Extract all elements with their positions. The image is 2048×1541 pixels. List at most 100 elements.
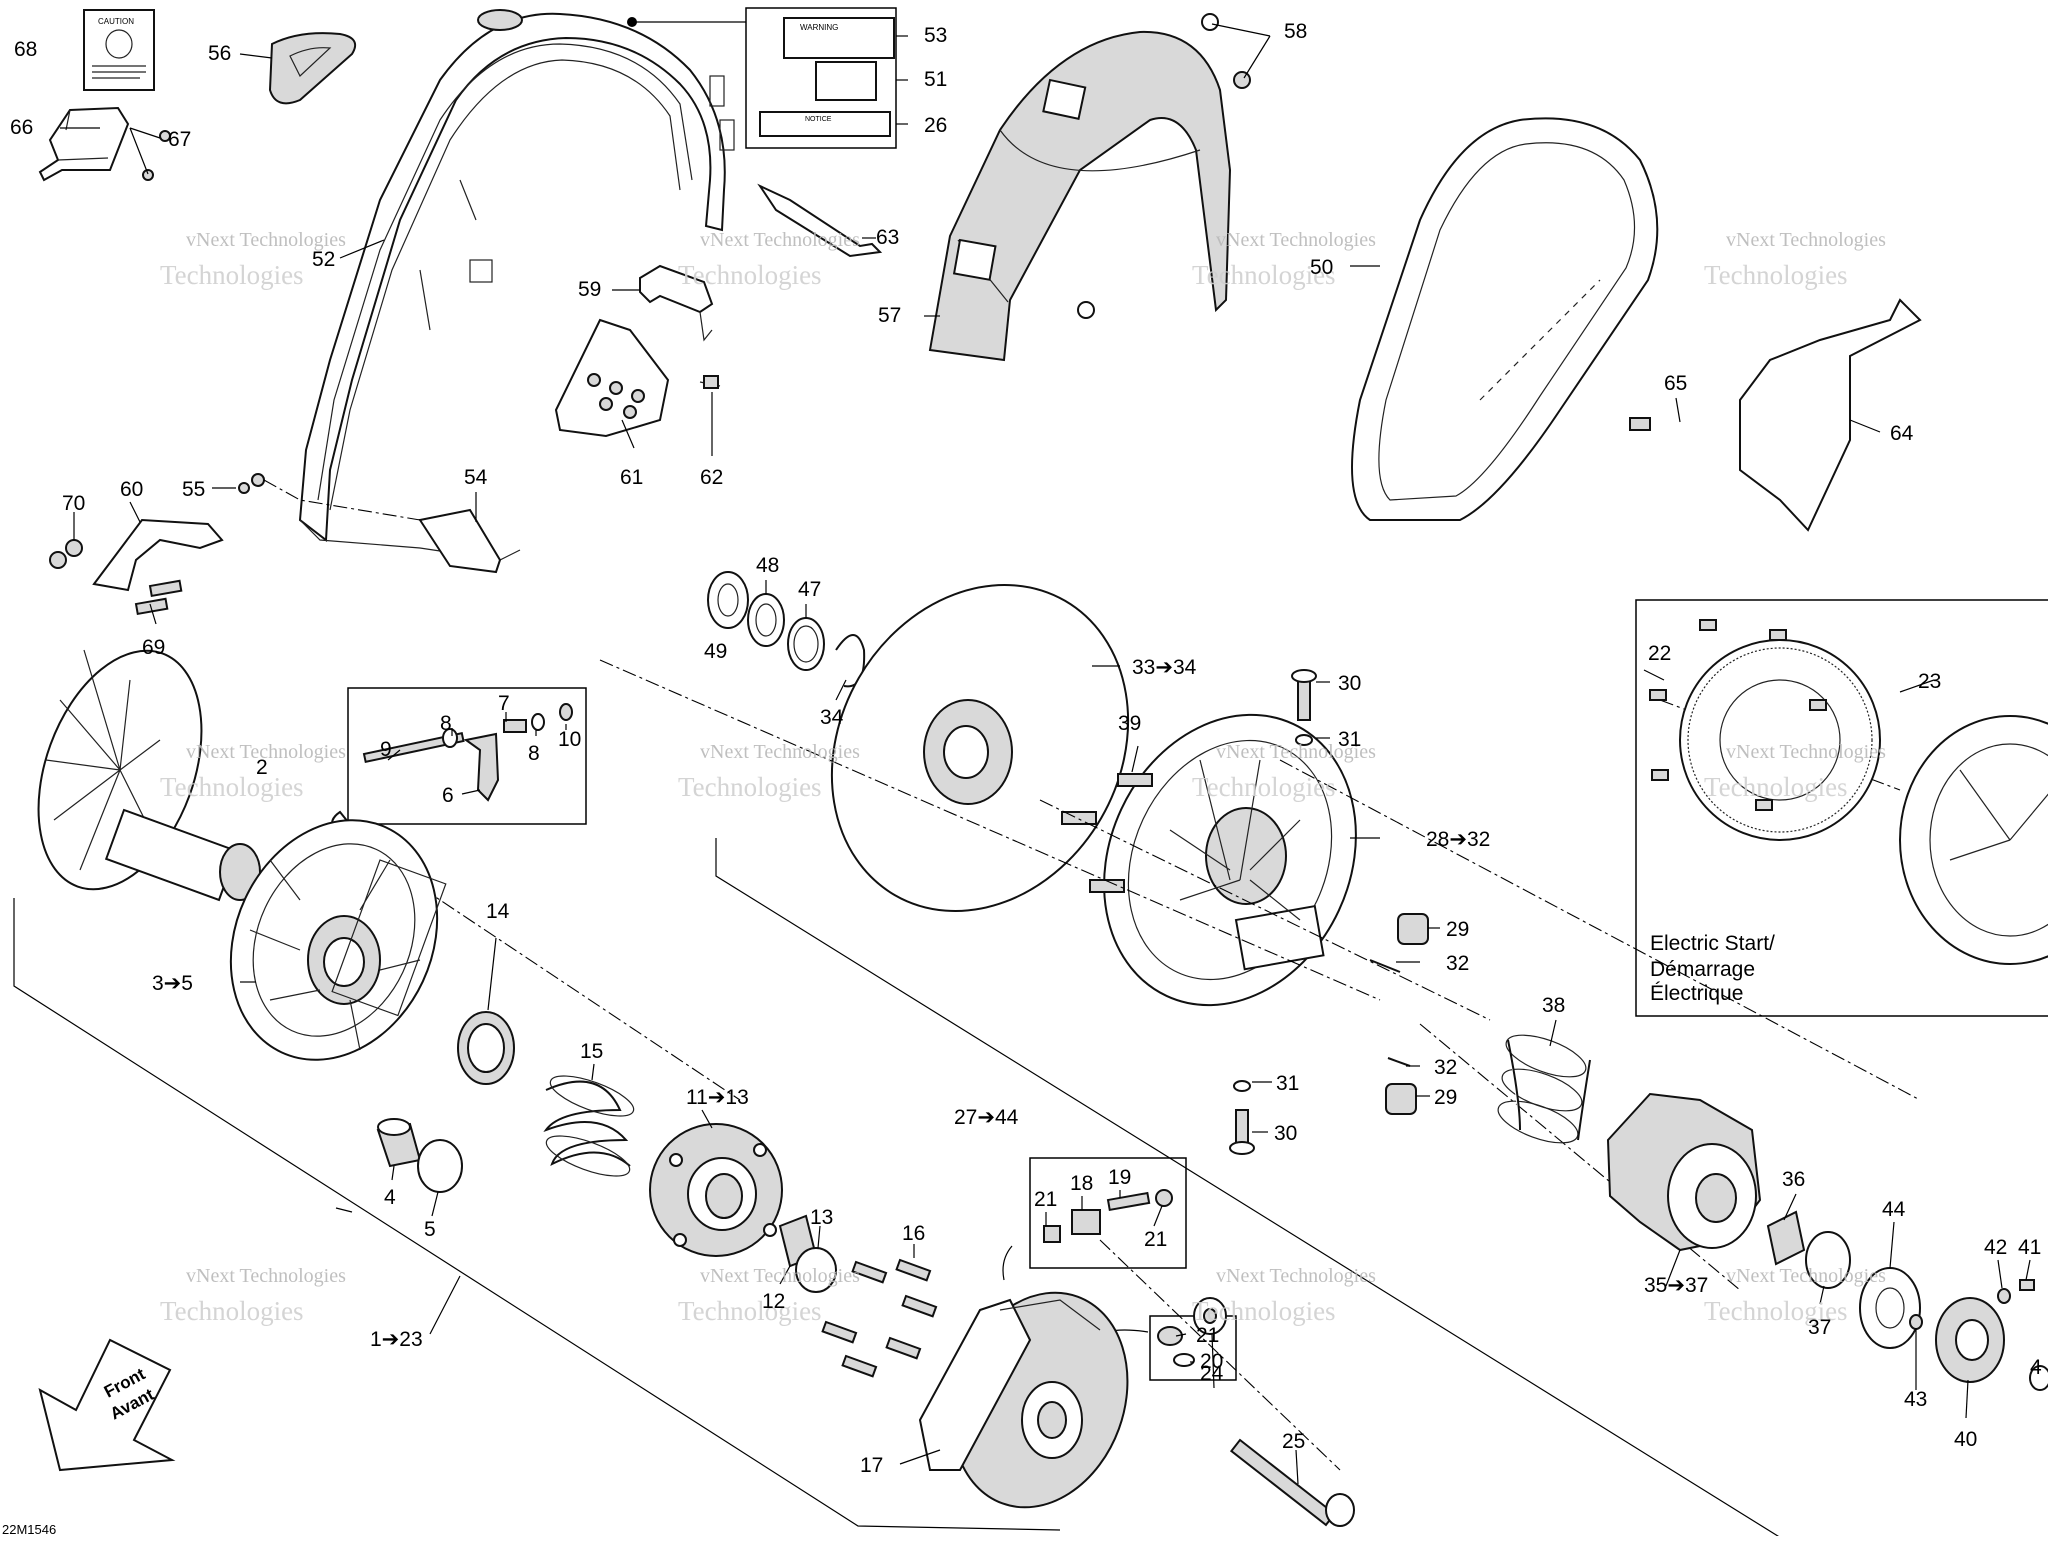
callout-5[interactable]: 5 [424, 1218, 436, 1241]
callout-20[interactable]: 20 [1200, 1350, 1223, 1373]
callout-52[interactable]: 52 [312, 248, 335, 271]
watermark-text: Technologies [1192, 772, 1336, 802]
callout-6[interactable]: 6 [442, 784, 454, 807]
callout-30-top[interactable]: 30 [1338, 672, 1361, 695]
callout-25[interactable]: 25 [1282, 1430, 1305, 1453]
callout-11[interactable]: 11➔13 [686, 1086, 749, 1109]
callout-67[interactable]: 67 [168, 128, 191, 151]
callout-16[interactable]: 16 [902, 1222, 925, 1245]
callout-49[interactable]: 49 [704, 640, 727, 663]
callout-39[interactable]: 39 [1118, 712, 1141, 735]
bolt-25 [1229, 1438, 1355, 1527]
callout-60[interactable]: 60 [120, 478, 143, 501]
callout-37[interactable]: 37 [1808, 1316, 1831, 1339]
callout-59[interactable]: 59 [578, 278, 601, 301]
screw-30-bottom [1229, 1080, 1255, 1155]
bracket-54 [238, 473, 502, 574]
callout-33[interactable]: 33➔34 [1132, 656, 1197, 679]
belt-guard-frame-52 [298, 9, 746, 561]
callout-50[interactable]: 50 [1310, 256, 1333, 279]
inset-title-line3: Électrique [1650, 982, 1743, 1005]
callout-27[interactable]: 27➔44 [954, 1106, 1019, 1129]
callout-23[interactable]: 23 [1918, 670, 1941, 693]
callout-24[interactable]: 24 [1200, 1362, 1224, 1385]
callout-69[interactable]: 69 [142, 636, 165, 659]
callout-41[interactable]: 41 [2018, 1236, 2041, 1259]
callout-12[interactable]: 12 [762, 1290, 785, 1313]
callout-19[interactable]: 19 [1108, 1166, 1131, 1189]
callout-8-left[interactable]: 8 [440, 712, 452, 735]
hub-40 [1935, 1297, 2005, 1383]
callout-3[interactable]: 3➔5 [152, 972, 193, 995]
spring-38 [1497, 1034, 1591, 1144]
spring-15 [543, 1075, 635, 1177]
front-direction-arrow[interactable]: Front Avant [38, 1338, 176, 1472]
callout-18[interactable]: 18 [1070, 1172, 1093, 1195]
callout-8-right[interactable]: 8 [528, 742, 540, 765]
callout-47[interactable]: 47 [798, 578, 821, 601]
callout-68[interactable]: 68 [14, 38, 37, 61]
callout-70[interactable]: 70 [62, 492, 85, 515]
watermark-text: vNext Technologies [700, 741, 860, 763]
callout-29-bottom[interactable]: 29 [1434, 1086, 1457, 1109]
callout-2[interactable]: 2 [256, 756, 268, 779]
roller-kit-small-box [1089, 1315, 1237, 1381]
callout-4-right[interactable]: 4 [2030, 1356, 2042, 1379]
bushing-36 [1766, 1210, 1851, 1289]
callout-48[interactable]: 48 [756, 554, 779, 577]
callout-58[interactable]: 58 [1284, 20, 1307, 43]
callout-42[interactable]: 42 [1984, 1236, 2007, 1259]
callout-63[interactable]: 63 [876, 226, 899, 249]
callout-56[interactable]: 56 [208, 42, 231, 65]
callout-66[interactable]: 66 [10, 116, 33, 139]
watermark-text: vNext Technologies [1216, 741, 1376, 763]
callout-15[interactable]: 15 [580, 1040, 603, 1063]
callout-31-top[interactable]: 31 [1338, 728, 1361, 751]
retaining-ring-5 [417, 1139, 463, 1193]
callout-30-bottom[interactable]: 30 [1274, 1122, 1297, 1145]
callout-34[interactable]: 34 [820, 706, 844, 729]
callout-14[interactable]: 14 [486, 900, 510, 923]
watermark-text: vNext Technologies [700, 1265, 860, 1287]
callout-29-top[interactable]: 29 [1446, 918, 1469, 941]
watermarks: vNext Technologies Technologies vNext Te… [160, 229, 1886, 1326]
callout-22[interactable]: 22 [1648, 642, 1671, 665]
callout-31-bottom[interactable]: 31 [1276, 1072, 1299, 1095]
callout-28[interactable]: 28➔32 [1426, 828, 1490, 851]
callout-21-small-box[interactable]: 21 [1196, 1324, 1219, 1347]
callout-35[interactable]: 35➔37 [1644, 1274, 1708, 1297]
callout-10[interactable]: 10 [558, 728, 581, 751]
callout-21-right[interactable]: 21 [1144, 1228, 1167, 1251]
watermark-text: Technologies [1704, 1296, 1848, 1326]
callout-40[interactable]: 40 [1954, 1428, 1977, 1451]
callout-57[interactable]: 57 [878, 304, 901, 327]
callout-4[interactable]: 4 [384, 1186, 396, 1209]
callout-7[interactable]: 7 [498, 692, 510, 715]
callout-21-left[interactable]: 21 [1034, 1188, 1057, 1211]
callout-61[interactable]: 61 [620, 466, 643, 489]
callout-17[interactable]: 17 [860, 1454, 883, 1477]
callout-32-top[interactable]: 32 [1446, 952, 1469, 975]
callout-55[interactable]: 55 [182, 478, 205, 501]
watermark-text: vNext Technologies [700, 229, 860, 251]
callout-53[interactable]: 53 [924, 24, 947, 47]
callout-62[interactable]: 62 [700, 466, 723, 489]
watermark-text: Technologies [1704, 260, 1848, 290]
callout-26[interactable]: 26 [924, 114, 947, 137]
electric-start-inset: Electric Start/ Démarrage Électrique [1635, 599, 2048, 1017]
warning-decal-text: WARNING [800, 23, 838, 32]
callout-32-bottom[interactable]: 32 [1434, 1056, 1457, 1079]
callout-65[interactable]: 65 [1664, 372, 1687, 395]
callout-1[interactable]: 1➔23 [370, 1328, 423, 1351]
callout-64[interactable]: 64 [1890, 422, 1914, 445]
callout-38[interactable]: 38 [1542, 994, 1565, 1017]
callout-54[interactable]: 54 [464, 466, 488, 489]
callout-9[interactable]: 9 [380, 738, 392, 761]
group-bracket-27-44 [715, 838, 1788, 1541]
callout-43[interactable]: 43 [1904, 1388, 1927, 1411]
callout-13[interactable]: 13 [810, 1206, 833, 1229]
notice-decal-text: NOTICE [805, 116, 832, 123]
callout-51[interactable]: 51 [924, 68, 947, 91]
callout-36[interactable]: 36 [1782, 1168, 1805, 1191]
callout-44[interactable]: 44 [1882, 1198, 1906, 1221]
